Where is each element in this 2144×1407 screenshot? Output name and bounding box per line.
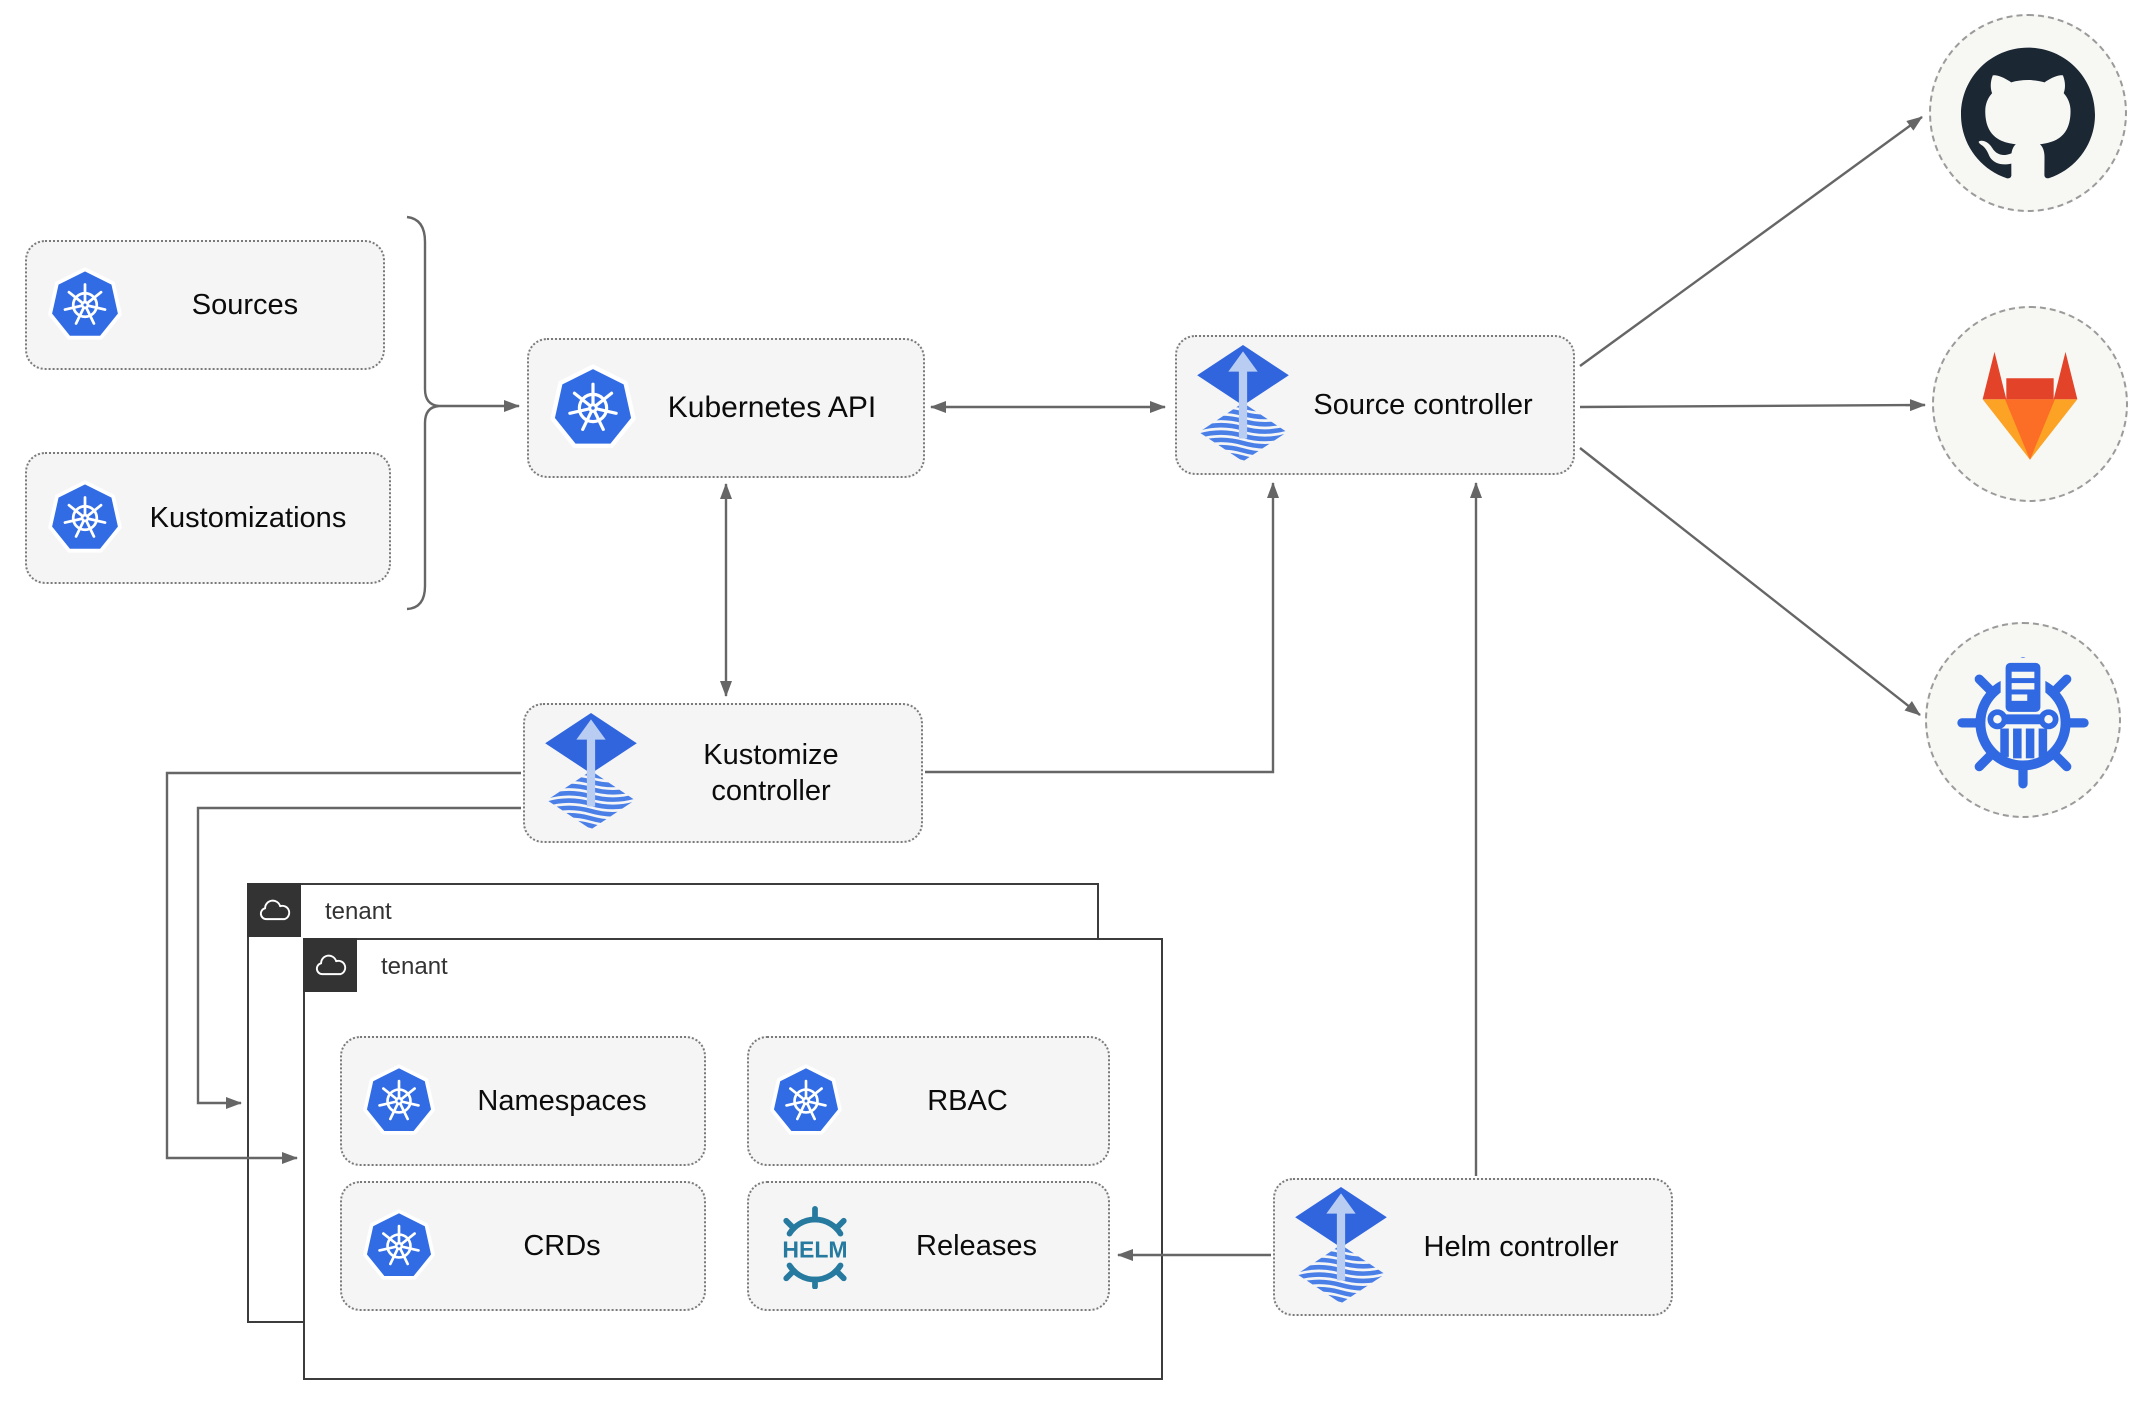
node-label: Helm controller (1423, 1230, 1619, 1263)
node-source-controller: Source controller (1175, 335, 1575, 475)
gitlab-repository (1932, 306, 2128, 502)
edge-kustomize-source (925, 482, 1279, 774)
edge-source-gitlab (1579, 399, 1926, 412)
gitlab-icon (1964, 344, 2096, 465)
node-namespaces: Namespaces (340, 1036, 706, 1166)
kubernetes-icon (362, 1209, 436, 1283)
node-label: Releases (916, 1229, 1037, 1262)
kubernetes-icon (362, 1064, 436, 1138)
node-label: RBAC (927, 1084, 1008, 1117)
node-kustomize-controller: Kustomize controller (523, 703, 923, 843)
bracket-shape (406, 215, 440, 611)
kubernetes-icon (47, 267, 123, 343)
helm-logo-text: HELM (782, 1237, 847, 1263)
node-sources: Sources (25, 240, 385, 370)
helm-icon: HELM (782, 1205, 848, 1289)
kubernetes-icon (769, 1064, 843, 1138)
cloud-icon (311, 950, 349, 980)
tenant-tab (247, 883, 301, 937)
kubernetes-icon (549, 364, 637, 452)
flux-icon (1295, 1187, 1387, 1308)
node-label: Namespaces (477, 1084, 647, 1117)
flux-icon (545, 713, 637, 834)
node-crds: CRDs (340, 1181, 706, 1311)
node-kubernetes-api: Kubernetes API (527, 338, 925, 478)
node-rbac: RBAC (747, 1036, 1110, 1166)
node-label: Kustomize controller (703, 738, 839, 807)
kubernetes-icon (47, 480, 123, 556)
node-label: Sources (191, 288, 299, 321)
node-label: Kubernetes API (667, 391, 877, 425)
node-releases: HELM Releases (747, 1181, 1110, 1311)
edge-source-chartmuseum (1579, 447, 1921, 716)
flux-icon (1197, 345, 1289, 466)
tenant-label: tenant (381, 953, 448, 980)
github-icon (1961, 46, 2095, 180)
chartmuseum-icon (1952, 646, 2094, 794)
edge-source-github (1579, 116, 1923, 367)
tenant-label: tenant (325, 898, 392, 925)
tenant-tab (303, 938, 357, 992)
node-helm-controller: Helm controller (1273, 1178, 1673, 1316)
node-label: Source controller (1313, 388, 1533, 421)
cloud-icon (255, 895, 293, 925)
node-kustomizations: Kustomizations (25, 452, 391, 584)
chartmuseum-repository (1925, 622, 2121, 818)
node-label: CRDs (523, 1229, 601, 1262)
github-repository (1929, 14, 2127, 212)
node-label: Kustomizations (149, 501, 347, 534)
